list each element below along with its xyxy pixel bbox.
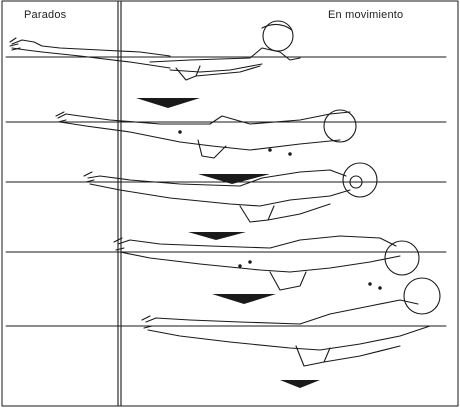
arm-lower bbox=[12, 48, 170, 68]
drag-arrow-3 bbox=[188, 232, 246, 240]
torso-lower bbox=[290, 256, 400, 272]
swimmer-1 bbox=[6, 21, 446, 80]
arm-lower bbox=[148, 330, 320, 350]
arm-upper bbox=[58, 114, 210, 124]
torso bbox=[150, 48, 300, 62]
swimmer-3 bbox=[6, 163, 446, 222]
label-stationary: Parados bbox=[24, 9, 66, 21]
body-edge bbox=[324, 346, 400, 362]
head bbox=[324, 110, 356, 142]
arm-lower bbox=[120, 252, 290, 272]
stipple bbox=[239, 265, 241, 267]
drag-arrow-1 bbox=[136, 98, 200, 108]
torso-lower bbox=[260, 190, 350, 206]
label-moving: En movimiento bbox=[328, 9, 403, 21]
stipple bbox=[379, 287, 381, 289]
stipple bbox=[289, 153, 291, 155]
body-edge bbox=[196, 66, 260, 76]
stipple bbox=[179, 131, 181, 133]
head bbox=[343, 163, 377, 197]
drag-arrow-4 bbox=[212, 294, 276, 304]
arm-upper bbox=[118, 240, 270, 248]
body-edge bbox=[268, 204, 330, 220]
suit bbox=[198, 140, 226, 158]
drag-arrow-5 bbox=[280, 380, 320, 388]
arm-upper bbox=[12, 40, 170, 56]
torso-lower bbox=[320, 326, 430, 350]
torso bbox=[270, 236, 396, 248]
swimmer-2 bbox=[6, 110, 446, 158]
swimmer-5 bbox=[6, 278, 446, 366]
stipple bbox=[369, 283, 371, 285]
torso bbox=[300, 300, 418, 324]
torso-lower bbox=[212, 140, 340, 150]
torso bbox=[240, 170, 346, 186]
torso-lower bbox=[170, 64, 262, 72]
arm-upper bbox=[146, 318, 300, 324]
swimmer-4 bbox=[6, 236, 446, 290]
suit bbox=[270, 272, 306, 290]
stipple bbox=[269, 149, 271, 151]
arm-lower bbox=[90, 184, 260, 206]
suit bbox=[176, 66, 200, 80]
head bbox=[404, 278, 440, 314]
stipple bbox=[249, 261, 251, 263]
arm-lower bbox=[60, 122, 212, 146]
